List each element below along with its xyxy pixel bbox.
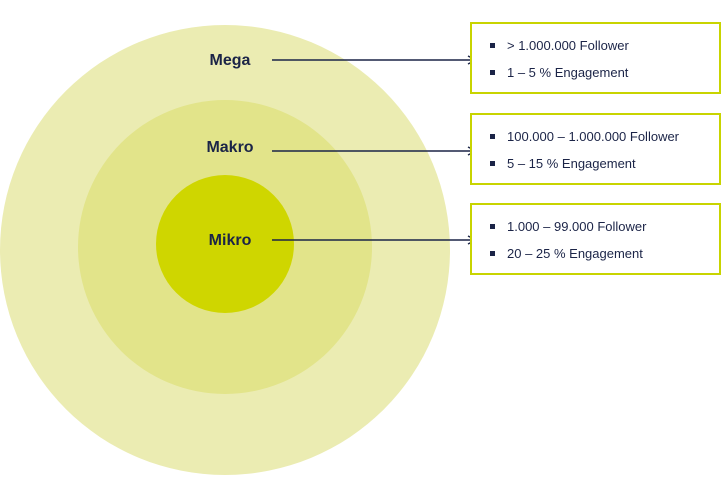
mega-followers: > 1.000.000 Follower: [490, 38, 629, 65]
mega-label: Mega: [209, 52, 251, 69]
makro-label: Makro: [206, 139, 254, 156]
mega-engagement: 1 – 5 % Engagement: [490, 65, 629, 92]
mikro-circle: [156, 175, 294, 313]
mikro-followers: 1.000 – 99.000 Follower: [490, 219, 646, 246]
mikro-label: Mikro: [208, 232, 252, 249]
mikro-engagement: 20 – 25 % Engagement: [490, 246, 646, 273]
makro-engagement: 5 – 15 % Engagement: [490, 156, 679, 183]
mikro-info-box: 1.000 – 99.000 Follower 20 – 25 % Engage…: [470, 203, 721, 275]
mega-info-box: > 1.000.000 Follower 1 – 5 % Engagement: [470, 22, 721, 94]
makro-info-box: 100.000 – 1.000.000 Follower 5 – 15 % En…: [470, 113, 721, 185]
makro-followers: 100.000 – 1.000.000 Follower: [490, 129, 679, 156]
